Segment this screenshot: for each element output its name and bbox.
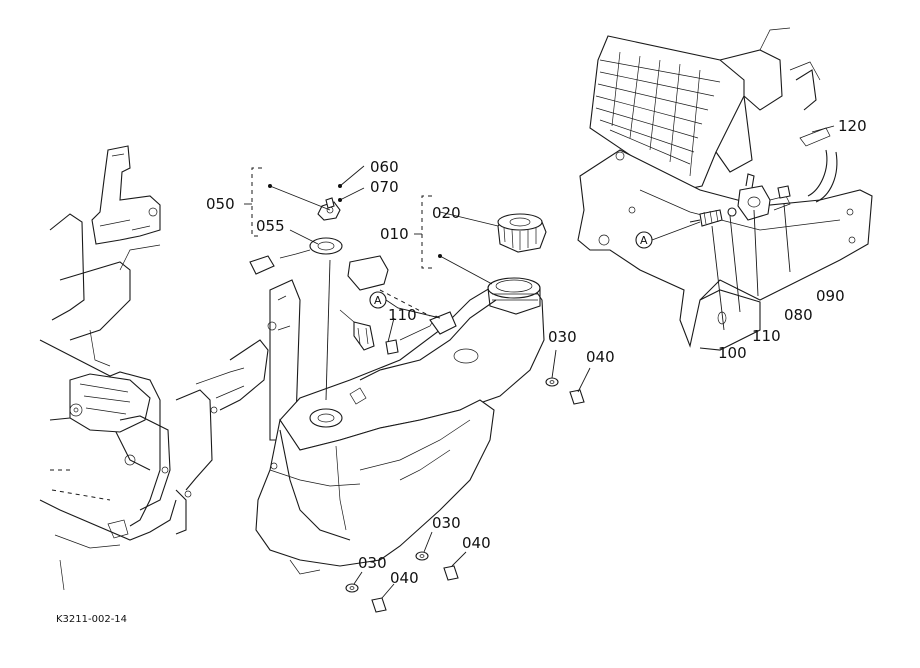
left-frame	[39, 145, 301, 591]
callout-120: 120	[838, 117, 867, 135]
callout-030-a: 030	[548, 328, 577, 346]
callout-090: 090	[816, 287, 845, 305]
diagram-code: K3211-002-14	[56, 614, 127, 625]
fuel-tank	[184, 255, 545, 575]
part-dots	[268, 184, 442, 258]
callout-110-right: 110	[752, 327, 781, 345]
callout-070: 070	[370, 178, 399, 196]
callout-055: 055	[256, 217, 285, 235]
connector-a-left-label: A	[374, 294, 382, 307]
connector-a-right-label: A	[640, 234, 648, 247]
callout-010: 010	[380, 225, 409, 243]
leader-lines	[244, 125, 835, 599]
callout-080: 080	[784, 306, 813, 324]
callout-050: 050	[206, 195, 235, 213]
callout-020: 020	[432, 204, 461, 222]
callout-030-b: 030	[432, 514, 461, 532]
callout-060: 060	[370, 158, 399, 176]
callout-040-a: 040	[586, 348, 615, 366]
connector-a-right: A	[635, 231, 653, 249]
connector-a-left: A	[369, 291, 387, 309]
right-assembly	[577, 27, 873, 351]
callout-110-left: 110	[388, 306, 417, 324]
loose-parts	[249, 197, 585, 613]
callout-040-b: 040	[462, 534, 491, 552]
callout-labels: 060 070 050 055 020 010 110 030 040 030 …	[206, 117, 867, 587]
callout-030-c: 030	[358, 554, 387, 572]
callout-040-c: 040	[390, 569, 419, 587]
callout-100: 100	[718, 344, 747, 362]
